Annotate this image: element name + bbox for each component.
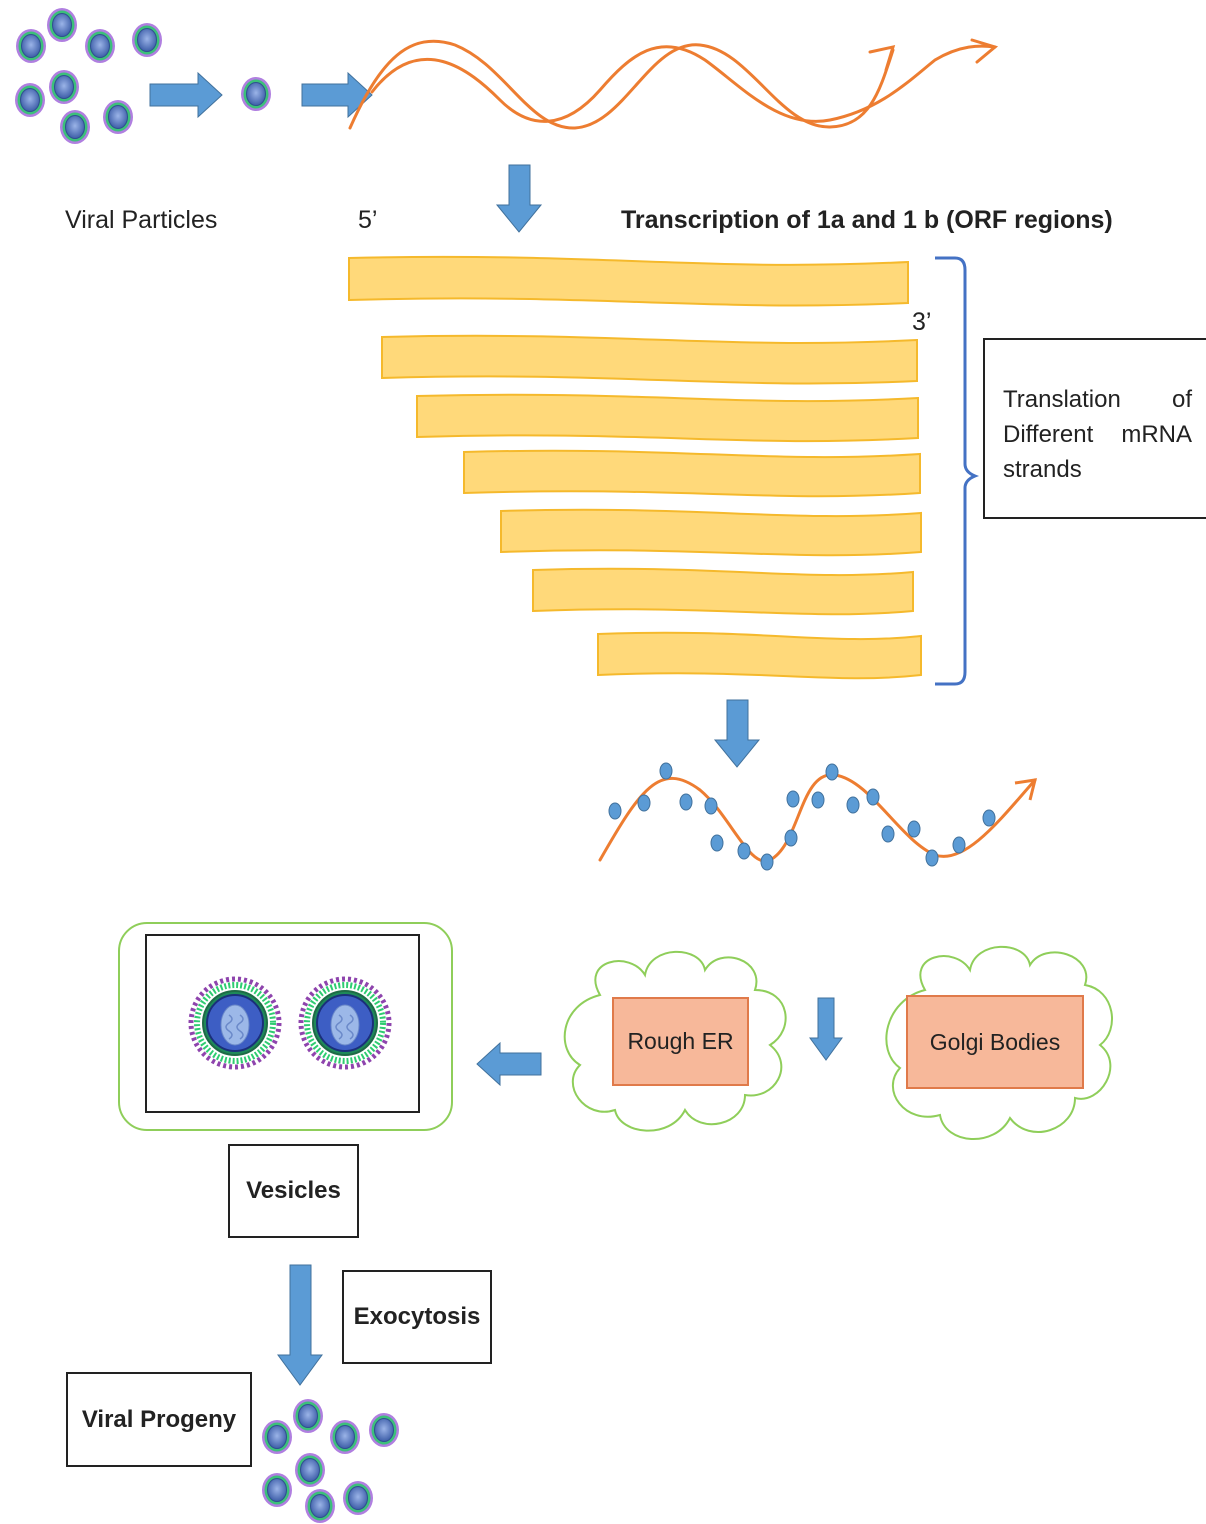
vesicles-box: Vesicles xyxy=(228,1144,359,1238)
virus-particle-icon xyxy=(46,7,78,43)
mrna-strand xyxy=(532,567,914,616)
five-prime-label: 5’ xyxy=(358,206,378,234)
ribosome-icon xyxy=(907,820,921,838)
virus-particle-icon xyxy=(261,1419,293,1455)
mrna-strand xyxy=(500,508,922,557)
to-vesicles-arrow-icon xyxy=(476,1041,542,1087)
rough-er-box: Rough ER xyxy=(612,997,749,1086)
ribosome-icon xyxy=(786,790,800,808)
ribosome-icon xyxy=(825,763,839,781)
virus-particle-icon xyxy=(304,1488,336,1524)
virus-particle-icon xyxy=(294,1452,326,1488)
mrna-strands xyxy=(348,255,922,680)
mrna-strand xyxy=(463,449,921,498)
entry-arrow-icon xyxy=(149,71,223,119)
virus-particle-icon xyxy=(368,1412,400,1448)
exocytosis-arrow-icon xyxy=(277,1264,323,1386)
virus-particle-icon xyxy=(84,28,116,64)
mrna-strand xyxy=(381,334,918,385)
viral-rna-strands xyxy=(348,38,999,130)
viral-progeny-box: Viral Progeny xyxy=(66,1372,252,1467)
virus-particle-icon xyxy=(102,99,134,135)
translation-bracket xyxy=(935,256,980,686)
ribosome-icon xyxy=(760,853,774,871)
ribosome-icon xyxy=(704,797,718,815)
er-to-golgi-arrow-icon xyxy=(809,997,843,1061)
viral-particles-label: Viral Particles xyxy=(65,206,218,234)
viral-particles-cluster xyxy=(14,7,163,145)
polysome xyxy=(598,762,1038,871)
ribosome-icon xyxy=(982,809,996,827)
ribosome-icon xyxy=(784,829,798,847)
transcription-label: Transcription of 1a and 1 b (ORF regions… xyxy=(621,206,1113,234)
ribosome-icon xyxy=(811,791,825,809)
virus-particle-icon xyxy=(342,1480,374,1516)
mrna-strand xyxy=(416,393,919,443)
ribosome-icon xyxy=(637,794,651,812)
exocytosis-box: Exocytosis xyxy=(342,1270,492,1364)
ribosome-icon xyxy=(952,836,966,854)
single-virus-particle-icon xyxy=(240,76,272,112)
virus-particle-icon xyxy=(292,1398,324,1434)
enveloped-virion-icon xyxy=(298,976,392,1070)
translation-box: Translation of Different mRNA strands xyxy=(983,338,1206,519)
virus-particle-icon xyxy=(131,22,163,58)
mrna-strand xyxy=(348,255,909,307)
golgi-bodies-box: Golgi Bodies xyxy=(906,995,1084,1089)
enveloped-virion-icon xyxy=(188,976,282,1070)
virus-particle-icon xyxy=(48,69,80,105)
virus-particle-icon xyxy=(261,1472,293,1508)
ribosome-icon xyxy=(846,796,860,814)
uncoating-arrow-icon xyxy=(301,71,373,119)
mrna-strand xyxy=(597,631,922,680)
virus-particle-icon xyxy=(59,109,91,145)
ribosome-icon xyxy=(710,834,724,852)
virus-particle-icon xyxy=(15,28,47,64)
ribosome-icon xyxy=(608,802,622,820)
virus-particle-icon xyxy=(14,82,46,118)
ribosome-icon xyxy=(881,825,895,843)
virus-particle-icon xyxy=(329,1419,361,1455)
three-prime-label: 3’ xyxy=(912,308,932,336)
transcription-arrow-icon xyxy=(495,164,543,233)
ribosome-icon xyxy=(866,788,880,806)
ribosome-icon xyxy=(925,849,939,867)
translation-arrow-icon xyxy=(713,699,761,768)
ribosome-icon xyxy=(659,762,673,780)
viral-progeny-cluster xyxy=(261,1398,400,1524)
ribosome-icon xyxy=(737,842,751,860)
ribosome-icon xyxy=(679,793,693,811)
